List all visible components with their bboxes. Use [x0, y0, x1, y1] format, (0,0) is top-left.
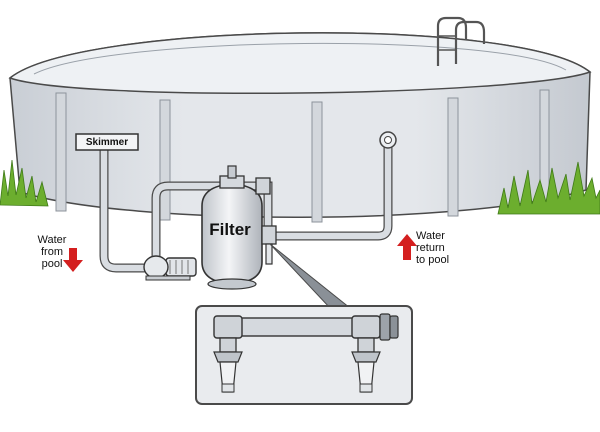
grass-left	[0, 159, 49, 207]
water-from-pool-line-1: Water	[37, 234, 67, 246]
ladder-icon	[436, 16, 486, 66]
red-down-arrow-icon	[63, 248, 83, 272]
water-from-pool-line-3: pool	[41, 258, 63, 270]
red-up-arrow-icon	[397, 234, 417, 260]
water-from-pool-label: Water from pool	[32, 234, 72, 270]
grass-right	[497, 161, 600, 215]
callout-connector	[269, 243, 352, 309]
valve	[255, 177, 277, 265]
pump	[143, 255, 197, 281]
pump-to-filter-pipe	[151, 181, 231, 261]
water-return-line-3: to pool	[416, 254, 450, 266]
pool	[8, 16, 592, 223]
filter-label: Filter	[209, 220, 251, 239]
filter-tank	[201, 165, 263, 290]
skimmer-pipe	[99, 145, 151, 273]
return-pipe	[235, 139, 393, 241]
return-jet	[379, 131, 397, 149]
water-return-label: Water return to pool	[416, 230, 468, 266]
pool-posts	[55, 89, 550, 223]
skimmer-label: Skimmer	[85, 137, 129, 148]
callout-box	[195, 305, 413, 405]
pool-top-rim	[8, 32, 592, 95]
water-return-line-2: return	[416, 242, 445, 254]
water-return-line-1: Water	[416, 230, 445, 242]
skimmer	[75, 133, 139, 151]
water-from-pool-line-2: from	[41, 246, 63, 258]
pool-inner-rim	[33, 42, 567, 75]
